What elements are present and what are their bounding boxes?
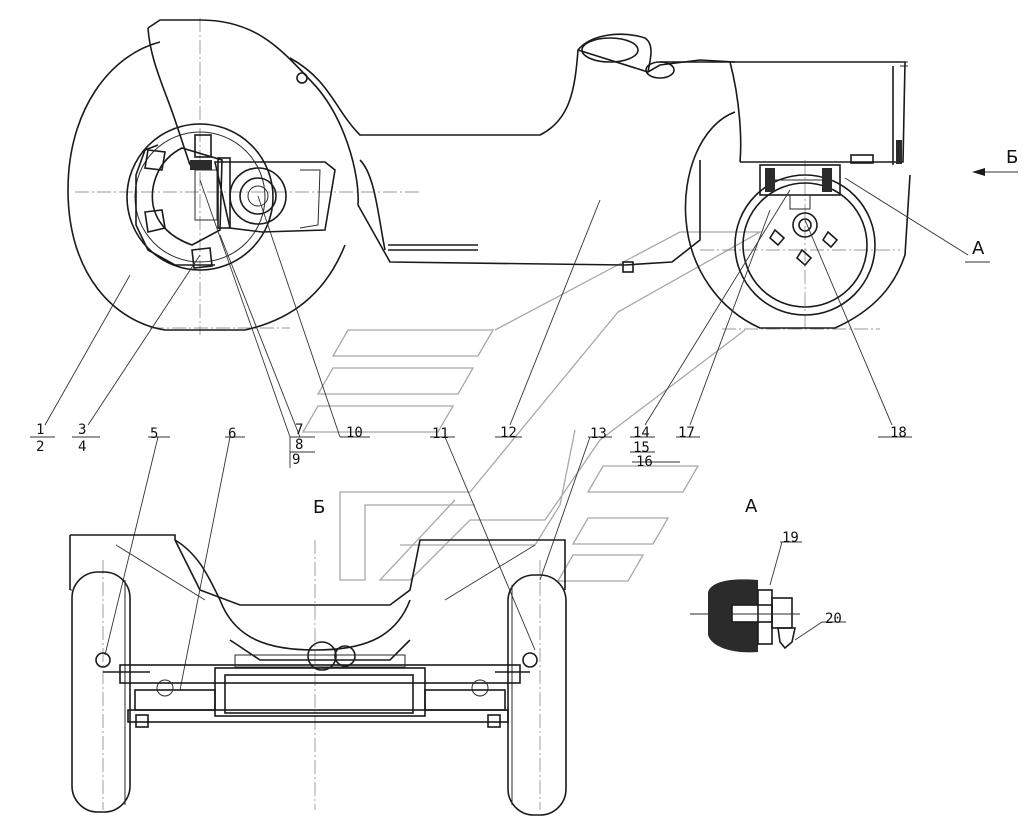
view-arrow bbox=[972, 168, 1018, 176]
frame-outline bbox=[147, 19, 701, 266]
label-9: 9 bbox=[292, 452, 300, 468]
label-15: 15 bbox=[633, 440, 650, 456]
rear-tyre bbox=[67, 41, 346, 331]
label-13: 13 bbox=[590, 426, 607, 442]
label-5: 5 bbox=[150, 426, 158, 442]
view-b-arrow-label: Б bbox=[1006, 147, 1018, 168]
swing-arm bbox=[213, 161, 336, 233]
label-3: 3 bbox=[78, 422, 86, 438]
label-10: 10 bbox=[346, 425, 363, 441]
label-1: 1 bbox=[36, 422, 44, 438]
label-8: 8 bbox=[295, 437, 303, 453]
front-view bbox=[69, 534, 567, 816]
label-18: 18 bbox=[890, 425, 907, 441]
label-6: 6 bbox=[228, 426, 236, 442]
label-14: 14 bbox=[633, 425, 650, 441]
right-tyre bbox=[507, 574, 567, 816]
leader-lines bbox=[30, 177, 990, 691]
label-11: 11 bbox=[432, 426, 449, 442]
label-7: 7 bbox=[295, 422, 303, 438]
section-a-title: А bbox=[745, 496, 758, 517]
label-19: 19 bbox=[782, 530, 799, 546]
label-2: 2 bbox=[36, 439, 44, 455]
side-view bbox=[67, 18, 911, 335]
label-4: 4 bbox=[78, 439, 86, 455]
watermark bbox=[301, 231, 763, 582]
front-hub-outer bbox=[734, 174, 876, 316]
label-20: 20 bbox=[825, 611, 842, 627]
section-a-arrow-label: А bbox=[972, 238, 985, 259]
platform bbox=[660, 61, 906, 163]
left-tyre bbox=[71, 571, 131, 813]
label-17: 17 bbox=[678, 425, 695, 441]
view-b-title: Б bbox=[313, 497, 325, 518]
part-labels: 1 2 3 4 5 6 7 8 9 10 11 12 13 14 15 16 1… bbox=[36, 147, 1018, 627]
rear-hub-outer bbox=[126, 123, 274, 271]
label-12: 12 bbox=[500, 425, 517, 441]
front-tyre bbox=[684, 111, 911, 329]
section-a-detail bbox=[690, 579, 800, 653]
label-16: 16 bbox=[636, 454, 653, 470]
